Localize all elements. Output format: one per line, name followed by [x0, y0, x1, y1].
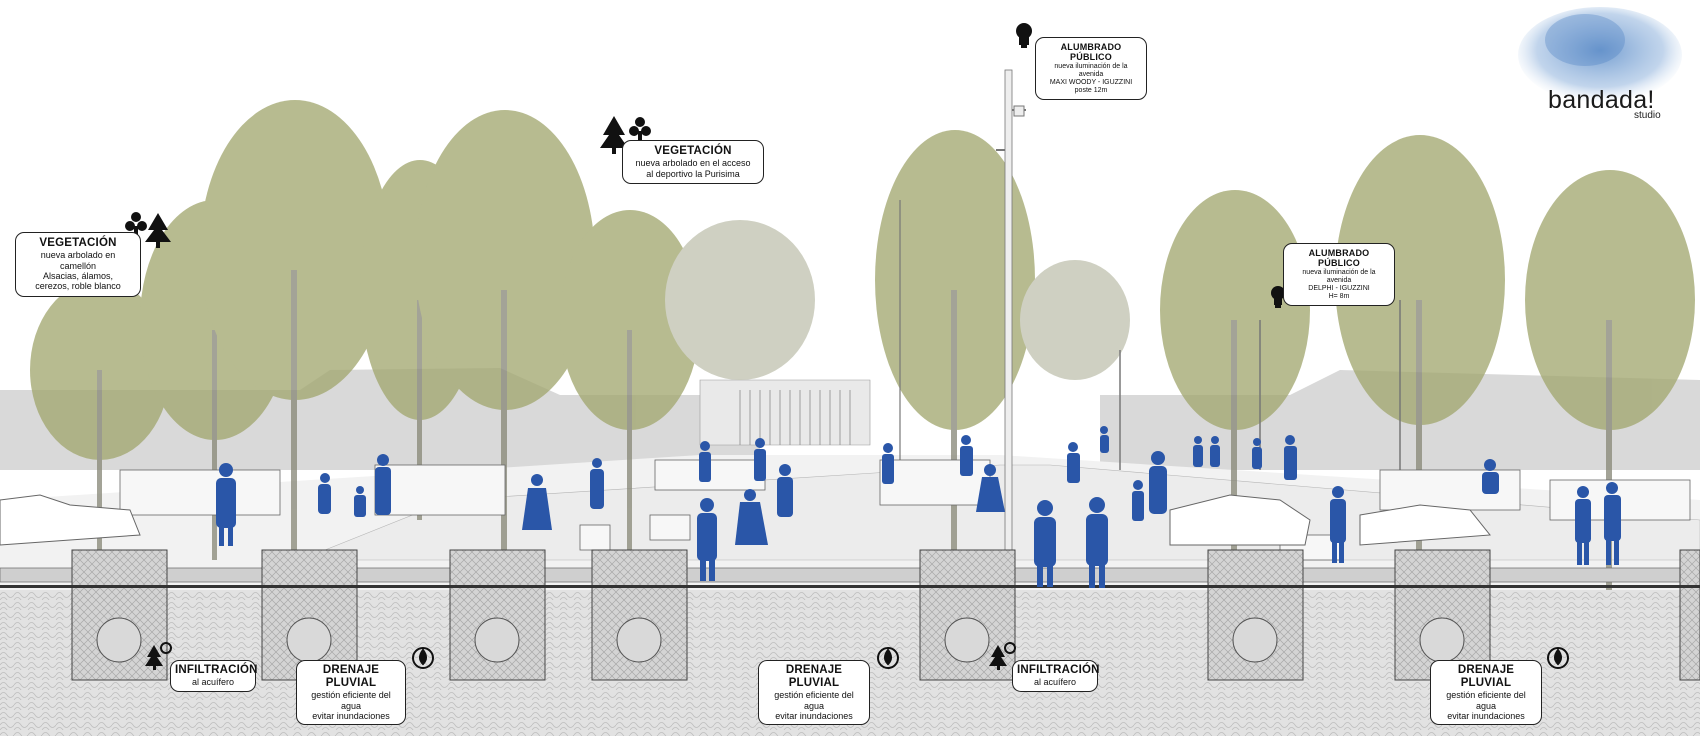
callout-lighting-right: ALUMBRADO PÚBLICO nueva iluminación de l…: [1283, 243, 1395, 306]
person: [1330, 486, 1346, 563]
trees: [30, 100, 1695, 590]
tree: [200, 100, 390, 590]
callout-line: evitar inundaciones: [775, 711, 853, 722]
callout-title: DRENAJE PLUVIAL: [785, 664, 843, 690]
callout-title: DRENAJE PLUVIAL: [322, 664, 380, 690]
callout-vegetation-mid: VEGETACIÓN nueva arbolado en el acceso a…: [622, 140, 764, 184]
tree: [1335, 135, 1505, 590]
brand-subtitle: studio: [1634, 110, 1661, 121]
callout-line: gestión eficiente del agua: [311, 690, 391, 711]
person: [522, 474, 552, 530]
callout-title: ALUMBRADO PÚBLICO: [1060, 42, 1122, 63]
person: [216, 463, 236, 546]
person: [697, 498, 717, 581]
person: [699, 441, 711, 482]
tree: [560, 210, 700, 590]
person: [1193, 436, 1203, 467]
person: [1575, 486, 1591, 565]
callout-title: DRENAJE PLUVIAL: [1457, 664, 1515, 690]
person: [354, 486, 366, 517]
brand-logo: bandada!: [1548, 86, 1655, 114]
callout-line: MAXI WOODY - IGUZZINI: [1049, 78, 1133, 86]
callout-line: gestión eficiente del agua: [1446, 690, 1526, 711]
person: [1100, 426, 1109, 453]
person: [1034, 500, 1056, 587]
lightbulb-icon: [1016, 23, 1285, 308]
callout-line: al acuífero: [191, 677, 235, 688]
callout-infiltration-1: INFILTRACIÓN al acuífero: [170, 660, 258, 692]
callout-drainage-2: DRENAJE PLUVIAL gestión eficiente del ag…: [758, 660, 870, 726]
tree: [415, 110, 595, 590]
tree: [665, 220, 815, 380]
person: [1132, 480, 1144, 521]
water-drop-icon: [160, 642, 1569, 669]
tree-pits: [71, 549, 1700, 681]
person: [1210, 436, 1220, 467]
person: [1604, 482, 1621, 565]
person: [960, 435, 973, 476]
tree: [875, 130, 1035, 590]
tree: [30, 280, 170, 570]
person: [777, 464, 793, 517]
person: [1149, 451, 1167, 514]
callout-line: poste 12m: [1074, 86, 1108, 94]
person: [590, 458, 604, 509]
callout-line: nueva iluminación de la avenida: [1302, 268, 1376, 284]
callout-lighting-main: ALUMBRADO PÚBLICO nueva iluminación de l…: [1035, 37, 1147, 100]
person: [882, 443, 894, 484]
person: [375, 454, 391, 515]
callout-line: nueva arbolado en camellón: [40, 250, 116, 271]
main-light-pole: [1004, 69, 1013, 551]
callout-line: DELPHI - IGUZZINI: [1308, 284, 1370, 292]
person: [976, 464, 1005, 512]
people: [216, 426, 1621, 588]
callout-line: cerezos, roble blanco: [35, 281, 121, 292]
tree: [1020, 260, 1130, 380]
person: [1284, 435, 1297, 480]
callout-title: INFILTRACIÓN: [175, 664, 258, 676]
logo-blob: [1518, 7, 1682, 103]
callout-title: VEGETACIÓN: [39, 237, 117, 249]
root-balls: [96, 617, 1465, 663]
callout-line: H= 8m: [1328, 292, 1350, 300]
callout-line: al acuífero: [1033, 677, 1077, 688]
tree-icon: [145, 116, 1007, 670]
person: [1482, 459, 1499, 494]
callout-infiltration-2: INFILTRACIÓN al acuífero: [1012, 660, 1100, 692]
callout-line: evitar inundaciones: [1447, 711, 1525, 722]
callout-line: al deportivo la Purisima: [646, 168, 740, 179]
callout-line: evitar inundaciones: [312, 711, 390, 722]
person: [735, 489, 768, 545]
person: [1067, 442, 1080, 483]
tree: [1160, 190, 1310, 590]
person: [318, 473, 331, 514]
callout-line: nueva iluminación de la avenida: [1054, 62, 1128, 78]
person: [754, 438, 766, 481]
person: [1252, 438, 1262, 469]
person: [1086, 497, 1108, 588]
callout-title: VEGETACIÓN: [654, 145, 732, 157]
callout-vegetation-left: VEGETACIÓN nueva arbolado en camellón Al…: [15, 232, 141, 297]
callout-drainage-1: DRENAJE PLUVIAL gestión eficiente del ag…: [296, 660, 406, 726]
callout-title: INFILTRACIÓN: [1017, 664, 1100, 676]
callout-title: ALUMBRADO PÚBLICO: [1308, 248, 1370, 269]
tree: [1525, 170, 1695, 590]
callout-line: gestión eficiente del agua: [774, 690, 854, 711]
cars: [0, 494, 1491, 546]
callout-line: Alsacias, álamos,: [42, 270, 114, 281]
callout-drainage-3: DRENAJE PLUVIAL gestión eficiente del ag…: [1430, 660, 1542, 726]
callout-line: nueva arbolado en el acceso: [635, 158, 751, 169]
